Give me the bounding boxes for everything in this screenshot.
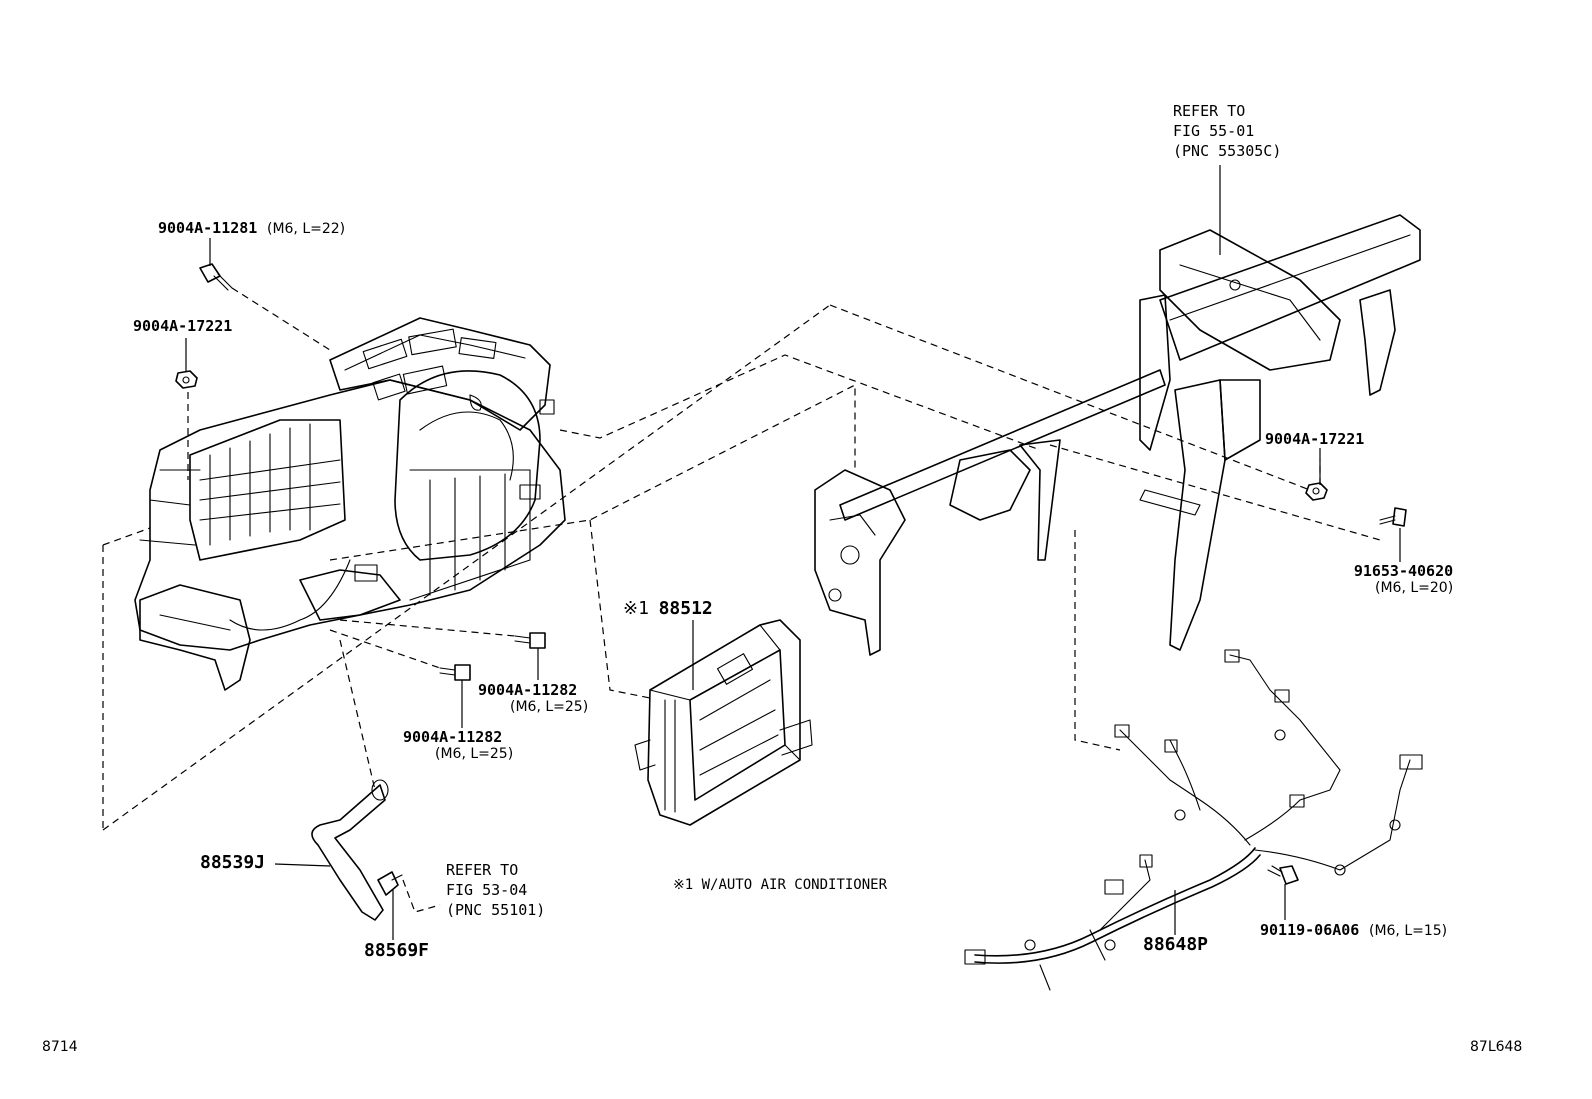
- footer-left-code: 8714: [42, 1039, 78, 1055]
- bolt-mid1-part-number: 9004A-11282: [478, 681, 578, 699]
- bolt-mid2-part-number: 9004A-11282: [403, 728, 503, 746]
- refer-top-callout: REFER TO FIG 55-01 (PNC 55305C): [1173, 101, 1281, 161]
- harness-part-number: 88648P: [1143, 934, 1209, 955]
- sensor-part-number: 88539J: [200, 852, 266, 873]
- bolt-icon-right: [1379, 507, 1407, 527]
- leader-lines: [185, 165, 1401, 940]
- bolt-top-callout: 9004A-11281 (M6, L=22): [158, 218, 345, 238]
- refer-bottom-line2: FIG 53-04: [446, 881, 528, 899]
- sensor-clip-part-number: 88569F: [364, 940, 430, 961]
- refer-top-line2: FIG 55-01: [1173, 122, 1255, 140]
- wire-harness: [964, 649, 1423, 991]
- auto-ac-note: ※1 W/AUTO AIR CONDITIONER: [673, 877, 888, 893]
- bolt-harness-part-number: 90119-06A06: [1260, 921, 1360, 939]
- temperature-sensor: [311, 779, 389, 921]
- nut-left-part-number: 9004A-17221: [133, 317, 233, 335]
- module-part-number: 88512: [658, 598, 713, 619]
- bolt-top-spec: (M6, L=22): [266, 221, 346, 237]
- module-callout: ※1 88512: [623, 598, 713, 620]
- refer-bottom-callout: REFER TO FIG 53-04 (PNC 55101): [446, 860, 545, 920]
- bolt-top-part-number: 9004A-11281: [158, 219, 258, 237]
- bolt-right-callout: 91653-40620 (M6, L=20): [1343, 562, 1453, 597]
- nut-right-part-number: 9004A-17221: [1265, 430, 1365, 448]
- sensor-clip: [377, 871, 403, 896]
- nut-icon-right: [1305, 482, 1328, 501]
- bolt-right-spec: (M6, L=20): [1375, 580, 1454, 596]
- bolt-harness-spec: (M6, L=15): [1368, 923, 1448, 939]
- bolt-icon-top: [199, 263, 233, 291]
- bolt-mid1-spec: (M6, L=25): [510, 699, 589, 715]
- refer-bottom-line3: (PNC 55101): [446, 901, 546, 919]
- bolt-mid2-callout: 9004A-11282 (M6, L=25): [403, 728, 513, 763]
- ac-amplifier-module: [634, 619, 813, 826]
- footer-right-code: 87L648: [1470, 1039, 1523, 1055]
- refer-bottom-line1: REFER TO: [446, 861, 519, 879]
- bolt-icon-harness: [1267, 865, 1299, 885]
- nut-icon-left: [175, 370, 198, 389]
- module-mark: ※1: [623, 598, 649, 619]
- refer-top-line3: (PNC 55305C): [1173, 142, 1282, 160]
- bolt-harness-callout: 90119-06A06 (M6, L=15): [1260, 920, 1447, 940]
- bolt-right-part-number: 91653-40620: [1353, 562, 1454, 580]
- hvac-unit-assembly: [134, 317, 566, 691]
- refer-top-line1: REFER TO: [1173, 102, 1246, 120]
- instrument-panel-reinforcement: [814, 214, 1421, 656]
- bolt-icon-mid2: [439, 664, 471, 681]
- assembly-dashed-lines: [102, 287, 1381, 913]
- bolt-mid2-spec: (M6, L=25): [435, 746, 514, 762]
- bolt-icon-mid1: [514, 632, 546, 649]
- bolt-mid1-callout: 9004A-11282 (M6, L=25): [478, 681, 588, 716]
